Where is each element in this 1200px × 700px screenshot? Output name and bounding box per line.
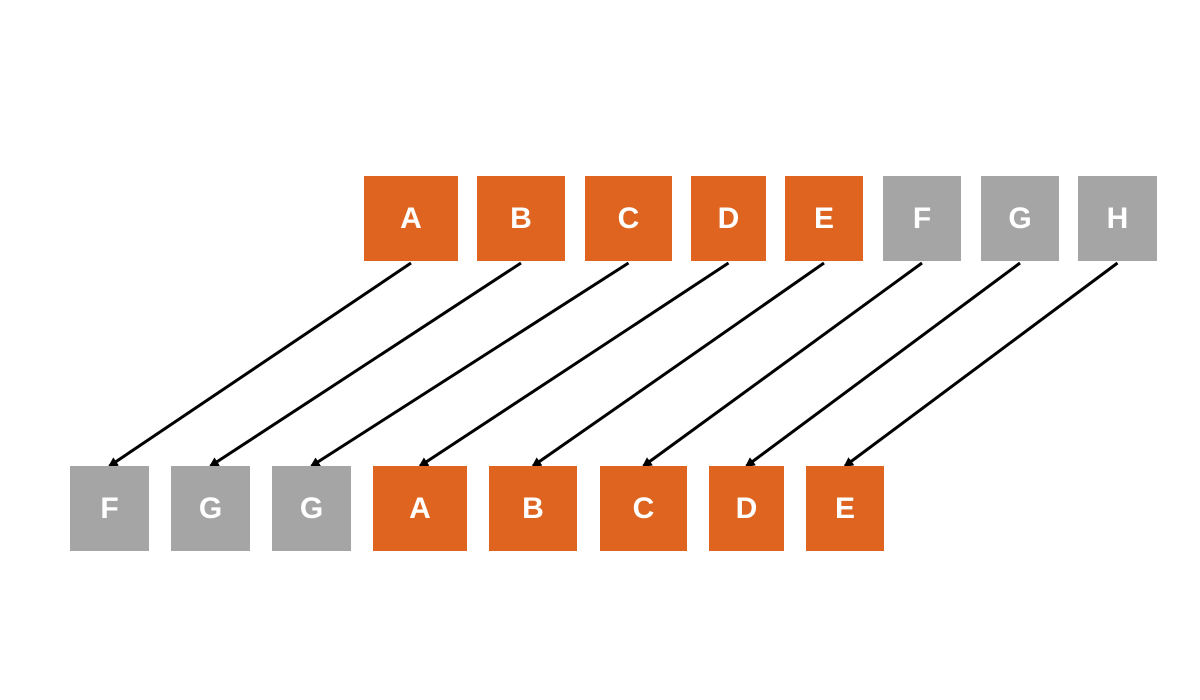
- arrow-3: [309, 261, 630, 468]
- bottom-cell-c: C: [600, 466, 687, 551]
- arrow-1: [107, 261, 412, 468]
- top-cell-e: E: [785, 176, 863, 261]
- bottom-cell-d: D: [709, 466, 784, 551]
- bottom-cell-f: F: [70, 466, 149, 551]
- bottom-cell-a: A: [373, 466, 467, 551]
- top-cell-d: D: [691, 176, 766, 261]
- top-cell-c: C: [585, 176, 672, 261]
- arrow-2: [208, 261, 522, 468]
- bottom-cell-b: B: [489, 466, 577, 551]
- top-cell-g: G: [981, 176, 1059, 261]
- arrow-6: [641, 261, 923, 468]
- top-cell-a: A: [364, 176, 458, 261]
- arrow-8: [843, 261, 1119, 468]
- bottom-cell-e: E: [806, 466, 884, 551]
- arrow-5: [531, 261, 825, 468]
- arrow-4: [418, 261, 730, 468]
- bottom-cell-g-2: G: [272, 466, 351, 551]
- bottom-cell-g-1: G: [171, 466, 250, 551]
- top-cell-f: F: [883, 176, 961, 261]
- top-cell-b: B: [477, 176, 565, 261]
- top-cell-h: H: [1078, 176, 1157, 261]
- arrow-7: [744, 261, 1021, 468]
